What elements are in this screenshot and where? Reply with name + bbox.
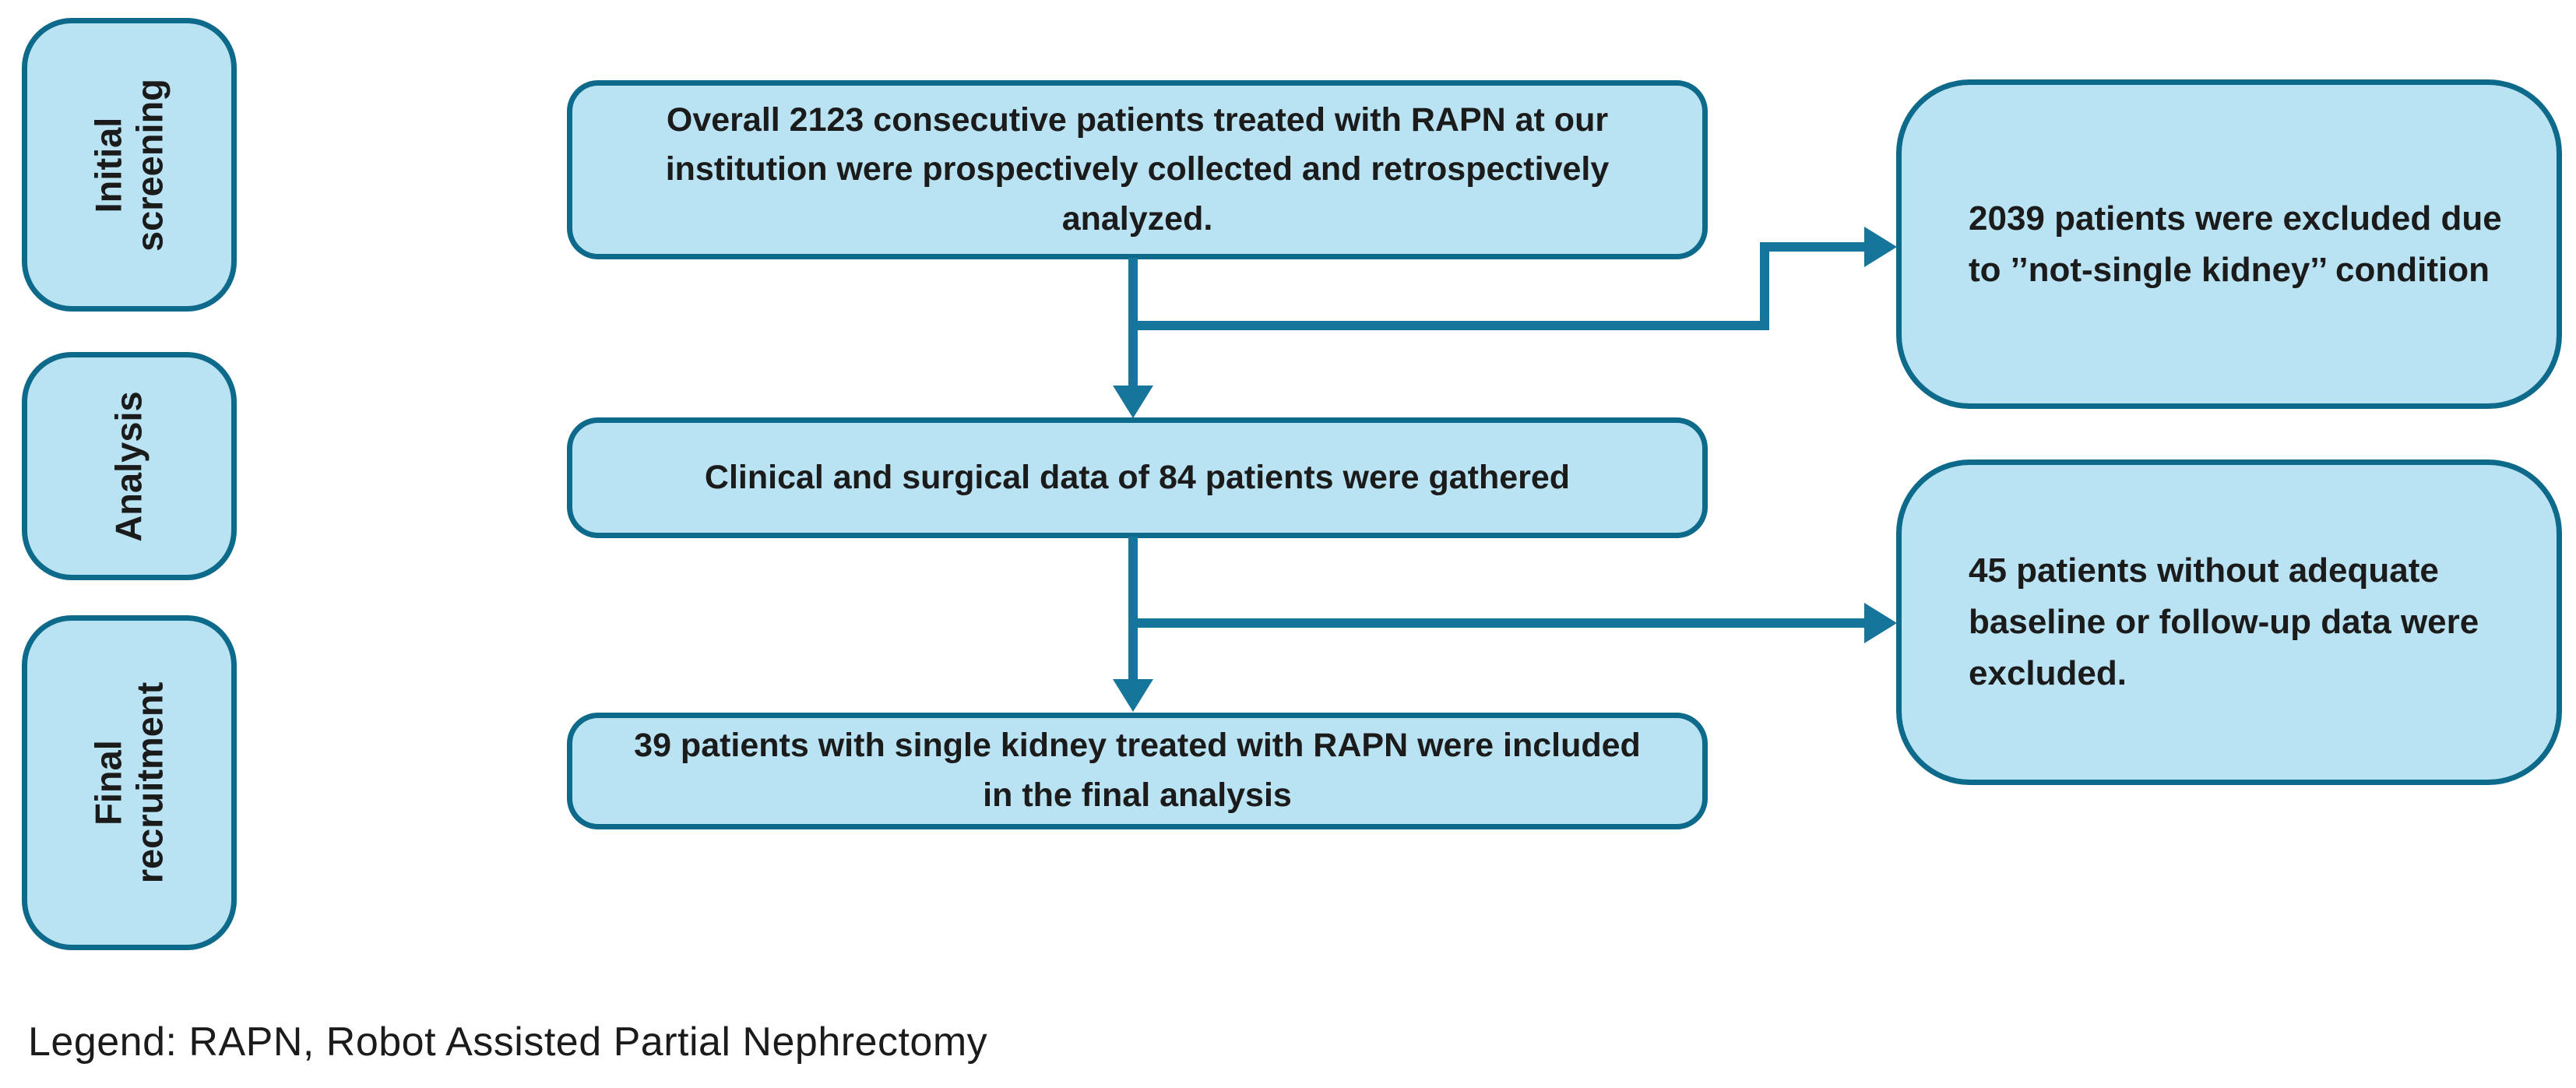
stage-box-final-recruitment: Final recruitment <box>22 615 237 950</box>
arrowhead-down-flow3-icon <box>1113 679 1153 712</box>
flow-box-data-gathered: Clinical and surgical data of 84 patient… <box>567 417 1708 538</box>
exclusion-box-not-single-kidney-text: 2039 patients were excluded due to ’’not… <box>1969 199 2502 289</box>
flow-box-screened-patients-text: Overall 2123 consecutive patients treate… <box>665 100 1610 238</box>
stage-label-analysis: Analysis <box>107 390 150 542</box>
exclusion-box-not-single-kidney: 2039 patients were excluded due to ’’not… <box>1896 79 2562 409</box>
stage-box-initial-screening: Initial screening <box>22 18 237 312</box>
arrowhead-down-flow2-icon <box>1113 386 1153 418</box>
flow-box-screened-patients: Overall 2123 consecutive patients treate… <box>567 80 1708 259</box>
flow-box-final-analysis: 39 patients with single kidney treated w… <box>567 713 1708 829</box>
arrow-line-branch2 <box>1128 618 1865 628</box>
flow-box-final-analysis-text: 39 patients with single kidney treated w… <box>634 727 1641 814</box>
stage-label-final-recruitment: Final recruitment <box>87 681 170 884</box>
arrow-line-branch1-riser <box>1760 242 1769 330</box>
arrow-line-branch1-upper <box>1760 242 1867 252</box>
flow-box-data-gathered-text: Clinical and surgical data of 84 patient… <box>704 458 1571 496</box>
exclusion-box-inadequate-data-text: 45 patients without adequate baseline or… <box>1969 551 2479 692</box>
arrowhead-right-exclusion2-icon <box>1864 603 1897 643</box>
arrowhead-right-exclusion1-icon <box>1864 227 1897 267</box>
arrow-line-branch1-lower <box>1128 321 1769 330</box>
exclusion-box-inadequate-data: 45 patients without adequate baseline or… <box>1896 459 2562 785</box>
stage-label-initial-screening: Initial screening <box>87 78 170 252</box>
stage-box-analysis: Analysis <box>22 352 237 580</box>
arrow-line-flow2-to-flow3 <box>1128 537 1138 681</box>
legend-text: Legend: RAPN, Robot Assisted Partial Nep… <box>28 1019 988 1065</box>
